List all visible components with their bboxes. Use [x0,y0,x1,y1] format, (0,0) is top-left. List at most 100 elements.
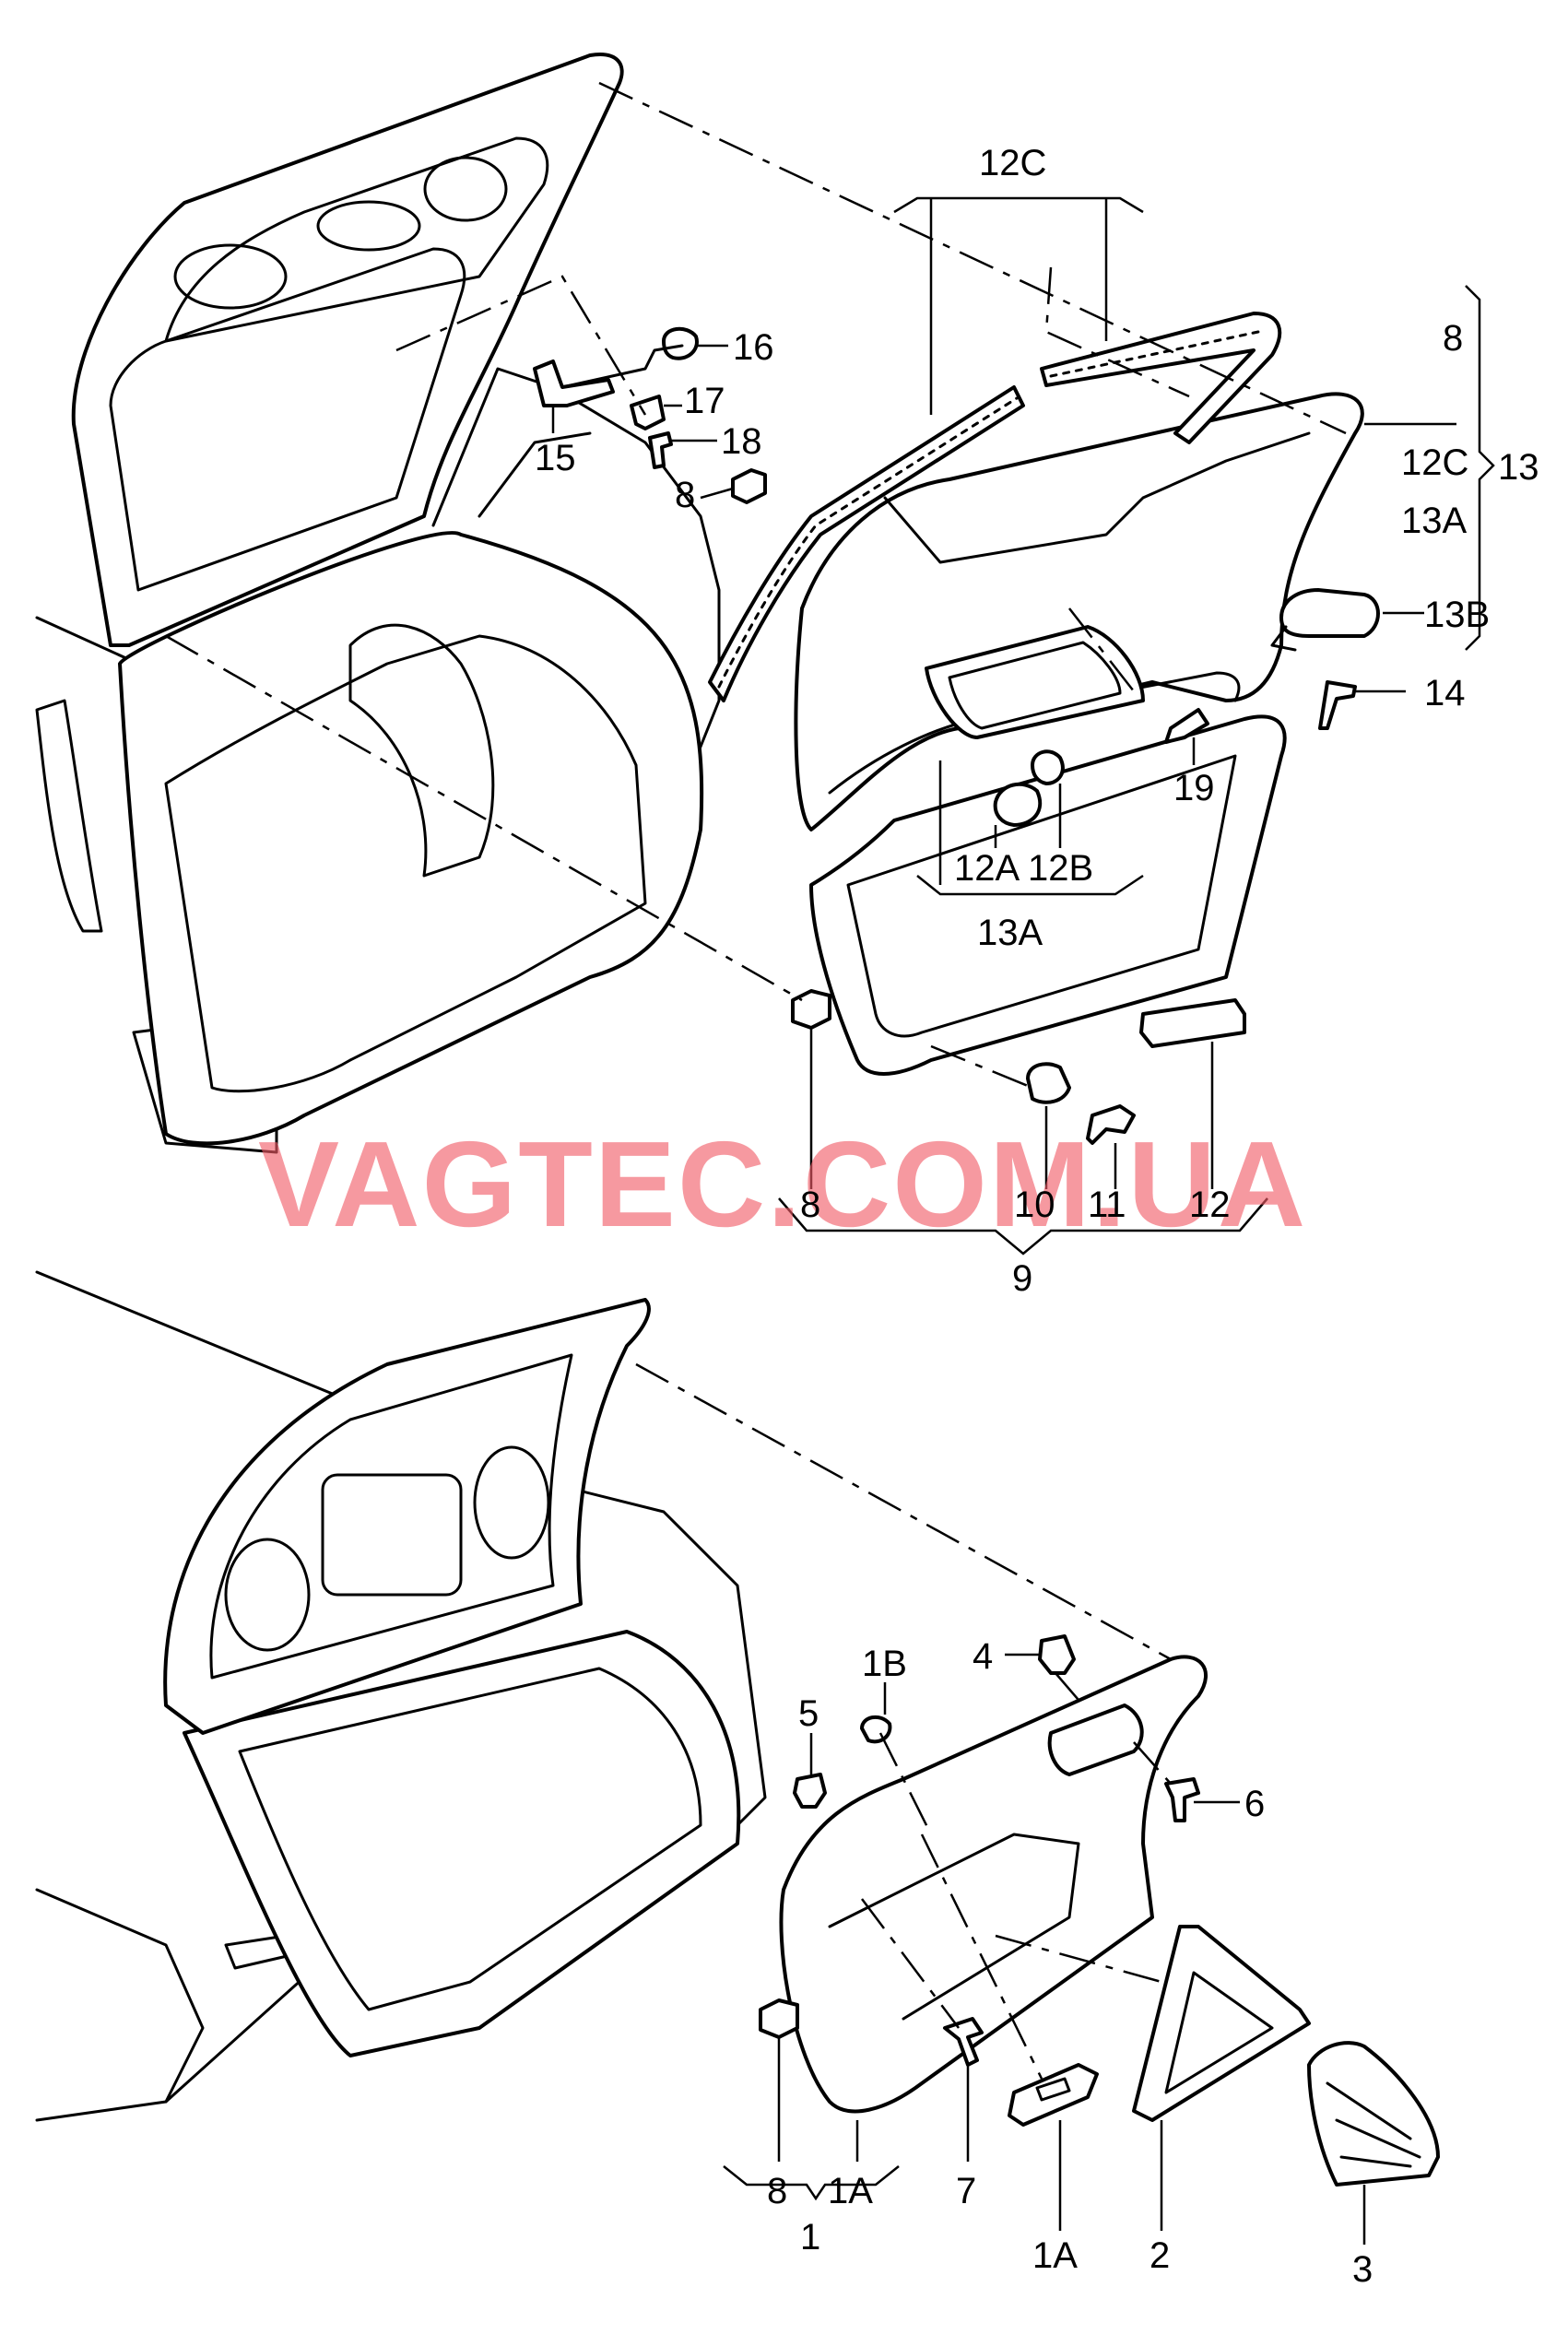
trunk-lid-lower-inner [209,1353,573,1680]
tailgate-trim-panel [794,392,1364,831]
dash-7 [861,1898,960,2029]
bracket-15-16 [560,344,684,389]
clip-8-mid [791,989,831,1030]
clip-16 [662,326,699,360]
label-1A-group: 1A [828,2171,873,2211]
tailgate-upper [71,53,624,647]
label-8-bottom: 8 [767,2171,787,2211]
label-13A-lower: 13A [977,913,1043,953]
clip-8-bottom [759,1998,799,2039]
trunk-wheelarch-upper [348,623,495,878]
trunk-lid-trim-panel [779,1655,1208,2114]
label-8-upper: 8 [675,475,695,515]
dash-lower-left [165,634,803,1002]
dash-lower-lid [635,1362,1172,1661]
label-12C-top: 12C [979,143,1046,183]
label-1: 1 [800,2217,820,2258]
warning-triangle-2-inner [1164,1971,1274,2094]
label-1A-part: 1A [1032,2235,1078,2276]
dash-12c [1044,266,1190,398]
label-16: 16 [733,327,774,368]
label-13A-right: 13A [1401,501,1467,541]
label-12C-right: 12C [1401,442,1468,483]
lower-exploded-parts [759,1634,1440,2187]
screw-14 [1318,680,1357,730]
clip-4 [1038,1634,1076,1675]
brace-13 [1465,285,1495,651]
dash-triangle [995,1934,1162,1984]
tailgate-upper-inner-panel [164,136,549,343]
label-11: 11 [1088,1185,1126,1225]
dash-handle [1068,607,1135,692]
label-13B: 13B [1424,595,1490,635]
label-17: 17 [684,381,725,421]
bracket-1 [723,2165,900,2201]
label-19: 19 [1173,768,1215,808]
clip-1B [860,1715,892,1744]
handle-recess-frame [925,625,1145,739]
car-rear-window-frame [35,699,103,933]
label-13: 13 [1498,447,1539,488]
seal-strip-right-detail [1049,330,1260,378]
trunk-lid-cutout-center [321,1473,463,1597]
lower-vehicle-illustration [35,1270,767,2122]
clip-10 [1026,1062,1071,1104]
trunk-lid-handle-recess [1047,1704,1144,1776]
cap-13B [1279,588,1380,638]
clip-12B [1031,749,1065,785]
upper-vehicle-illustration [35,53,721,1154]
clip-8-upper [731,468,767,504]
trunk-opening-upper [118,531,704,1146]
label-9: 9 [1012,1258,1032,1299]
screw-7 [943,2017,984,2067]
clip-12A [993,782,1043,827]
clip-15 [533,360,615,407]
label-10: 10 [1014,1185,1055,1225]
leader-8-upper [700,487,734,500]
bracket-12C-top [893,196,1144,214]
seal-strip-right [1040,312,1282,444]
tailgate-upper-strut [477,431,592,518]
leader-lines [551,196,1495,2245]
watermark-text: VAGTEC.COM.UA [258,1116,1307,1252]
label-6: 6 [1244,1784,1265,1824]
part-labels: 12C 8 12C 13 13A 13B 14 16 17 18 1 5 8 19… [535,143,1539,2290]
label-7: 7 [956,2171,976,2211]
dash-6 [1133,1741,1172,1785]
dash-tailgate-to-panel [598,81,1347,435]
bracket-9 [778,1197,1268,1256]
label-12: 12 [1189,1185,1231,1225]
assembly-lines [165,81,1347,2080]
dash-1b [878,1732,933,1835]
label-12A: 12A [954,848,1020,889]
trunk-lid-cutout-right [473,1445,550,1560]
label-14: 14 [1424,673,1466,713]
label-5: 5 [798,1693,819,1734]
bolt-18 [648,431,673,469]
label-8-right: 8 [1443,318,1463,359]
label-2: 2 [1149,2235,1170,2276]
trunk-lid-lower [163,1298,651,1735]
screw-11 [1086,1104,1136,1145]
label-3: 3 [1352,2249,1373,2290]
dash-bracket [920,1833,1043,2080]
cap-13B-tab [1270,625,1297,652]
trunk-opening-lower [183,1630,741,2057]
clip-5 [793,1773,827,1809]
trunk-lid-cutout-left [224,1538,311,1652]
lower-trim-frame-inner [846,754,1237,1038]
screw-6 [1164,1777,1200,1822]
bracket-13A-lower [916,874,1144,896]
car-lower-side [35,1888,205,2104]
tailgate-upper-cutout-mid [316,200,421,252]
seal-12 [1139,998,1246,1048]
label-1B: 1B [862,1644,907,1684]
trunk-floor-lower [238,1667,702,2011]
label-18: 18 [721,421,762,462]
dash-10 [930,1044,1033,1090]
seal-strip-left [708,385,1025,702]
seal-strip-left-detail [717,396,1019,689]
holder-3-detail [1326,2081,1421,2168]
tailgate-upper-cutout-left [173,243,288,310]
